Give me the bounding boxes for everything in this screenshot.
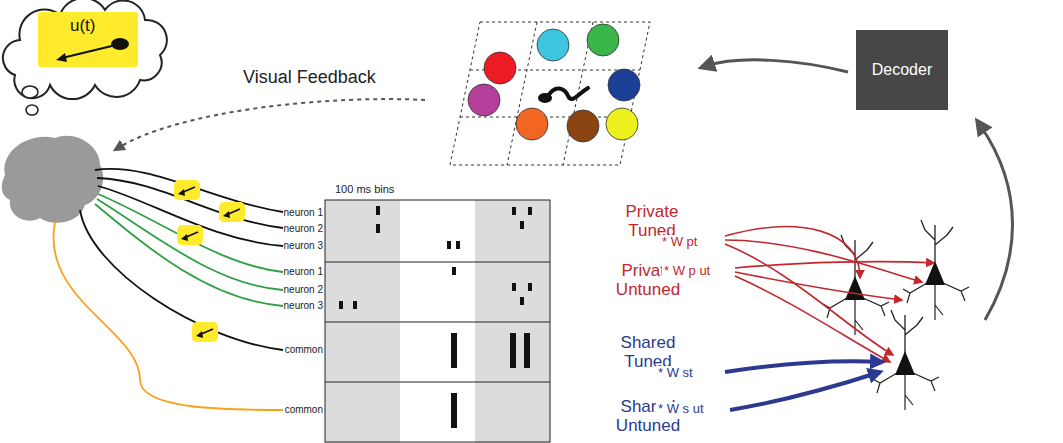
neuron-label: neuron 2 — [284, 284, 323, 295]
thought-bubble — [22, 86, 38, 115]
bin-label: 100 ms bins — [335, 183, 394, 195]
neuron-label: neuron 1 — [284, 207, 323, 218]
decoder-box: Decoder — [856, 30, 948, 110]
feedback-label: Visual Feedback — [243, 68, 376, 88]
pyramidal-neuron — [823, 235, 889, 335]
weight-label: * W p ut — [662, 264, 712, 278]
thought-cloud — [3, 0, 167, 99]
box-label: Decoder — [872, 61, 932, 79]
raster-panel — [325, 200, 550, 443]
weight-label: * W st — [656, 366, 695, 380]
tuning-arrow — [219, 202, 245, 222]
signal-label: u(t) — [70, 16, 96, 36]
decoder-input-arrow — [980, 125, 1013, 320]
tuning-arrow — [192, 322, 218, 342]
neuron-label: neuron 3 — [284, 300, 323, 311]
neuron-label: neuron 3 — [284, 240, 323, 251]
neuron-wires — [53, 169, 283, 410]
control-signal-box: u(t) — [38, 12, 138, 67]
neuron-label: neuron 2 — [284, 223, 323, 234]
tuning-arrow — [174, 180, 200, 200]
cursor-path — [538, 88, 588, 103]
pyramidal-neuron — [903, 220, 969, 320]
shared-weight-arrows — [725, 361, 882, 410]
decoder-output-arrow — [706, 60, 848, 72]
pyramidal-neuron — [873, 310, 939, 410]
private-weight-arrows — [725, 227, 934, 362]
tuning-arrow — [177, 225, 203, 245]
brain — [2, 136, 103, 223]
feedback-arrow — [118, 99, 425, 148]
source-label: common — [285, 344, 323, 355]
neuron-label: neuron 1 — [284, 266, 323, 277]
target-grid — [450, 22, 650, 165]
targets — [468, 24, 640, 142]
weight-label: * W s ut — [656, 402, 706, 416]
source-label: common — [285, 404, 323, 415]
weight-label: * W pt — [660, 235, 699, 249]
